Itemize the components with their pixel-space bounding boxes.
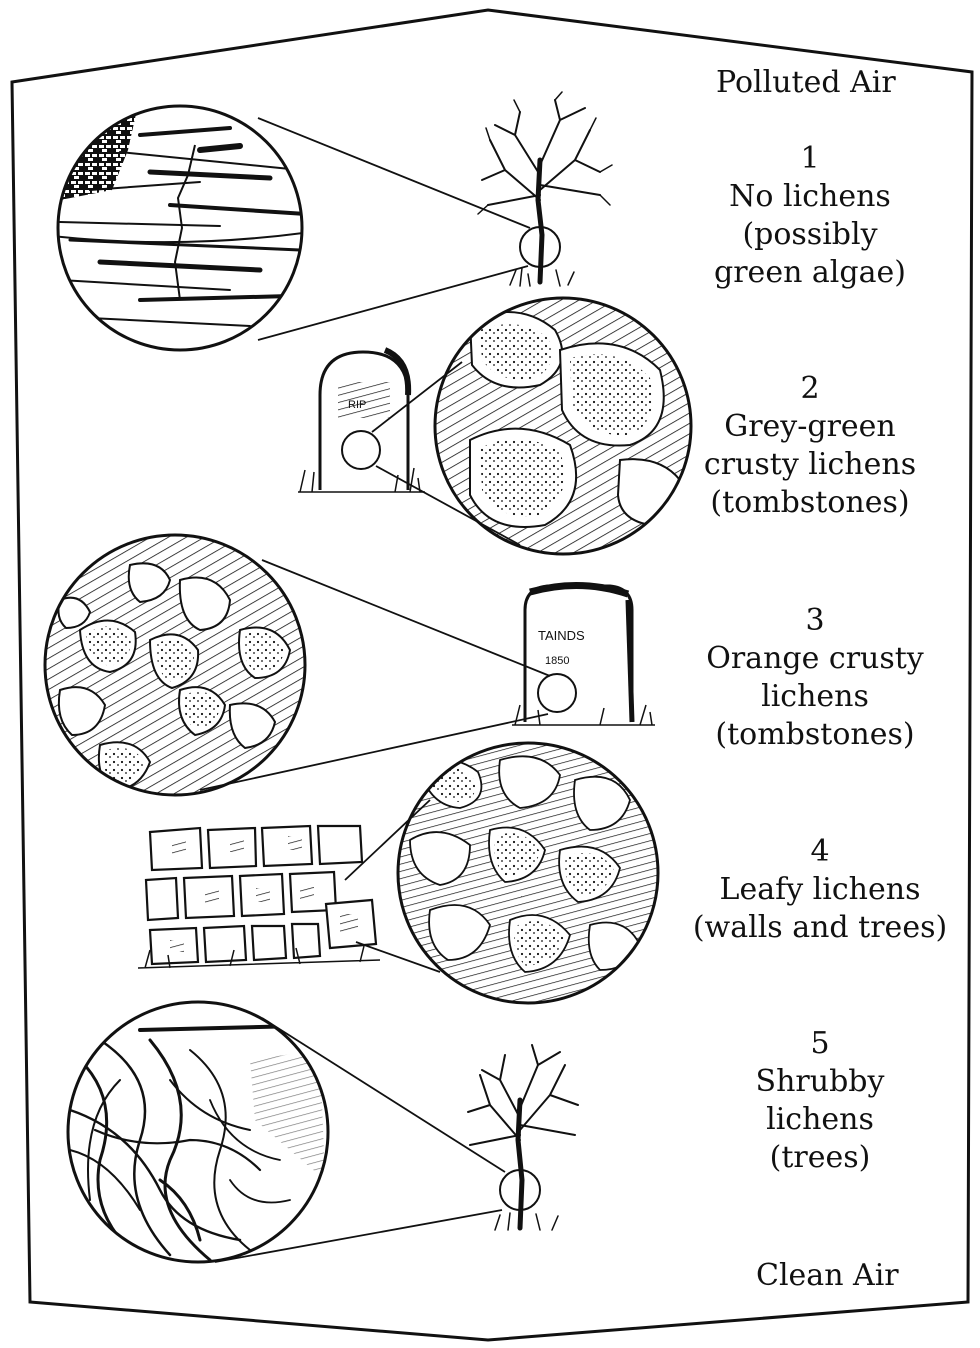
zone-1-line-1: No lichens bbox=[690, 178, 930, 216]
zone-3-magnifier bbox=[40, 530, 310, 800]
svg-text:1850: 1850 bbox=[545, 655, 569, 667]
zone-5-line-3: (trees) bbox=[700, 1139, 940, 1177]
zone-1-magnifier bbox=[50, 96, 310, 360]
zone-2-line-2: crusty lichens bbox=[690, 446, 930, 484]
zone-5-line-1: Shrubby bbox=[700, 1063, 940, 1101]
zone-2-label: 2 Grey-green crusty lichens (tombstones) bbox=[690, 370, 930, 522]
zone-1-line-2: (possibly bbox=[690, 216, 930, 254]
zone-1-line-3: green algae) bbox=[690, 254, 930, 292]
zone-5-label: 5 Shrubby lichens (trees) bbox=[700, 1025, 940, 1177]
zone-3-tombstone: TAINDS 1850 bbox=[512, 585, 655, 725]
zone-2-line-3: (tombstones) bbox=[690, 484, 930, 522]
clean-air-label: Clean Air bbox=[756, 1257, 899, 1295]
zone-5-magnifier bbox=[60, 995, 340, 1270]
svg-text:RIP: RIP bbox=[348, 399, 366, 411]
zone-4-line-2: (walls and trees) bbox=[680, 909, 960, 947]
zone-4-wall bbox=[146, 826, 376, 964]
zone-2-number: 2 bbox=[690, 370, 930, 408]
zone-3-label: 3 Orange crusty lichens (tombstones) bbox=[690, 602, 940, 754]
zone-3-line-3: (tombstones) bbox=[690, 716, 940, 754]
zone-2-tombstone: RIP bbox=[298, 350, 425, 492]
zone-3-number: 3 bbox=[690, 602, 940, 640]
zone-5-number: 5 bbox=[700, 1025, 940, 1063]
zone-1-tree bbox=[478, 92, 612, 286]
zone-5-line-2: lichens bbox=[700, 1101, 940, 1139]
zone-2-line-1: Grey-green bbox=[690, 408, 930, 446]
polluted-air-label: Polluted Air bbox=[716, 64, 896, 102]
zone-1-number: 1 bbox=[690, 140, 930, 178]
zone-4-label: 4 Leafy lichens (walls and trees) bbox=[680, 833, 960, 947]
zone-4-line-1: Leafy lichens bbox=[680, 871, 960, 909]
zone-2-magnifier bbox=[430, 295, 700, 560]
zone-2-illustration: RIP bbox=[298, 295, 700, 560]
zone-1-label: 1 No lichens (possibly green algae) bbox=[690, 140, 930, 292]
zone-4-number: 4 bbox=[680, 833, 960, 871]
svg-text:TAINDS: TAINDS bbox=[538, 628, 585, 643]
zone-3-line-2: lichens bbox=[690, 678, 940, 716]
zone-5-illustration bbox=[60, 995, 578, 1270]
zone-3-line-1: Orange crusty bbox=[690, 640, 940, 678]
zone-5-tree bbox=[468, 1045, 578, 1230]
